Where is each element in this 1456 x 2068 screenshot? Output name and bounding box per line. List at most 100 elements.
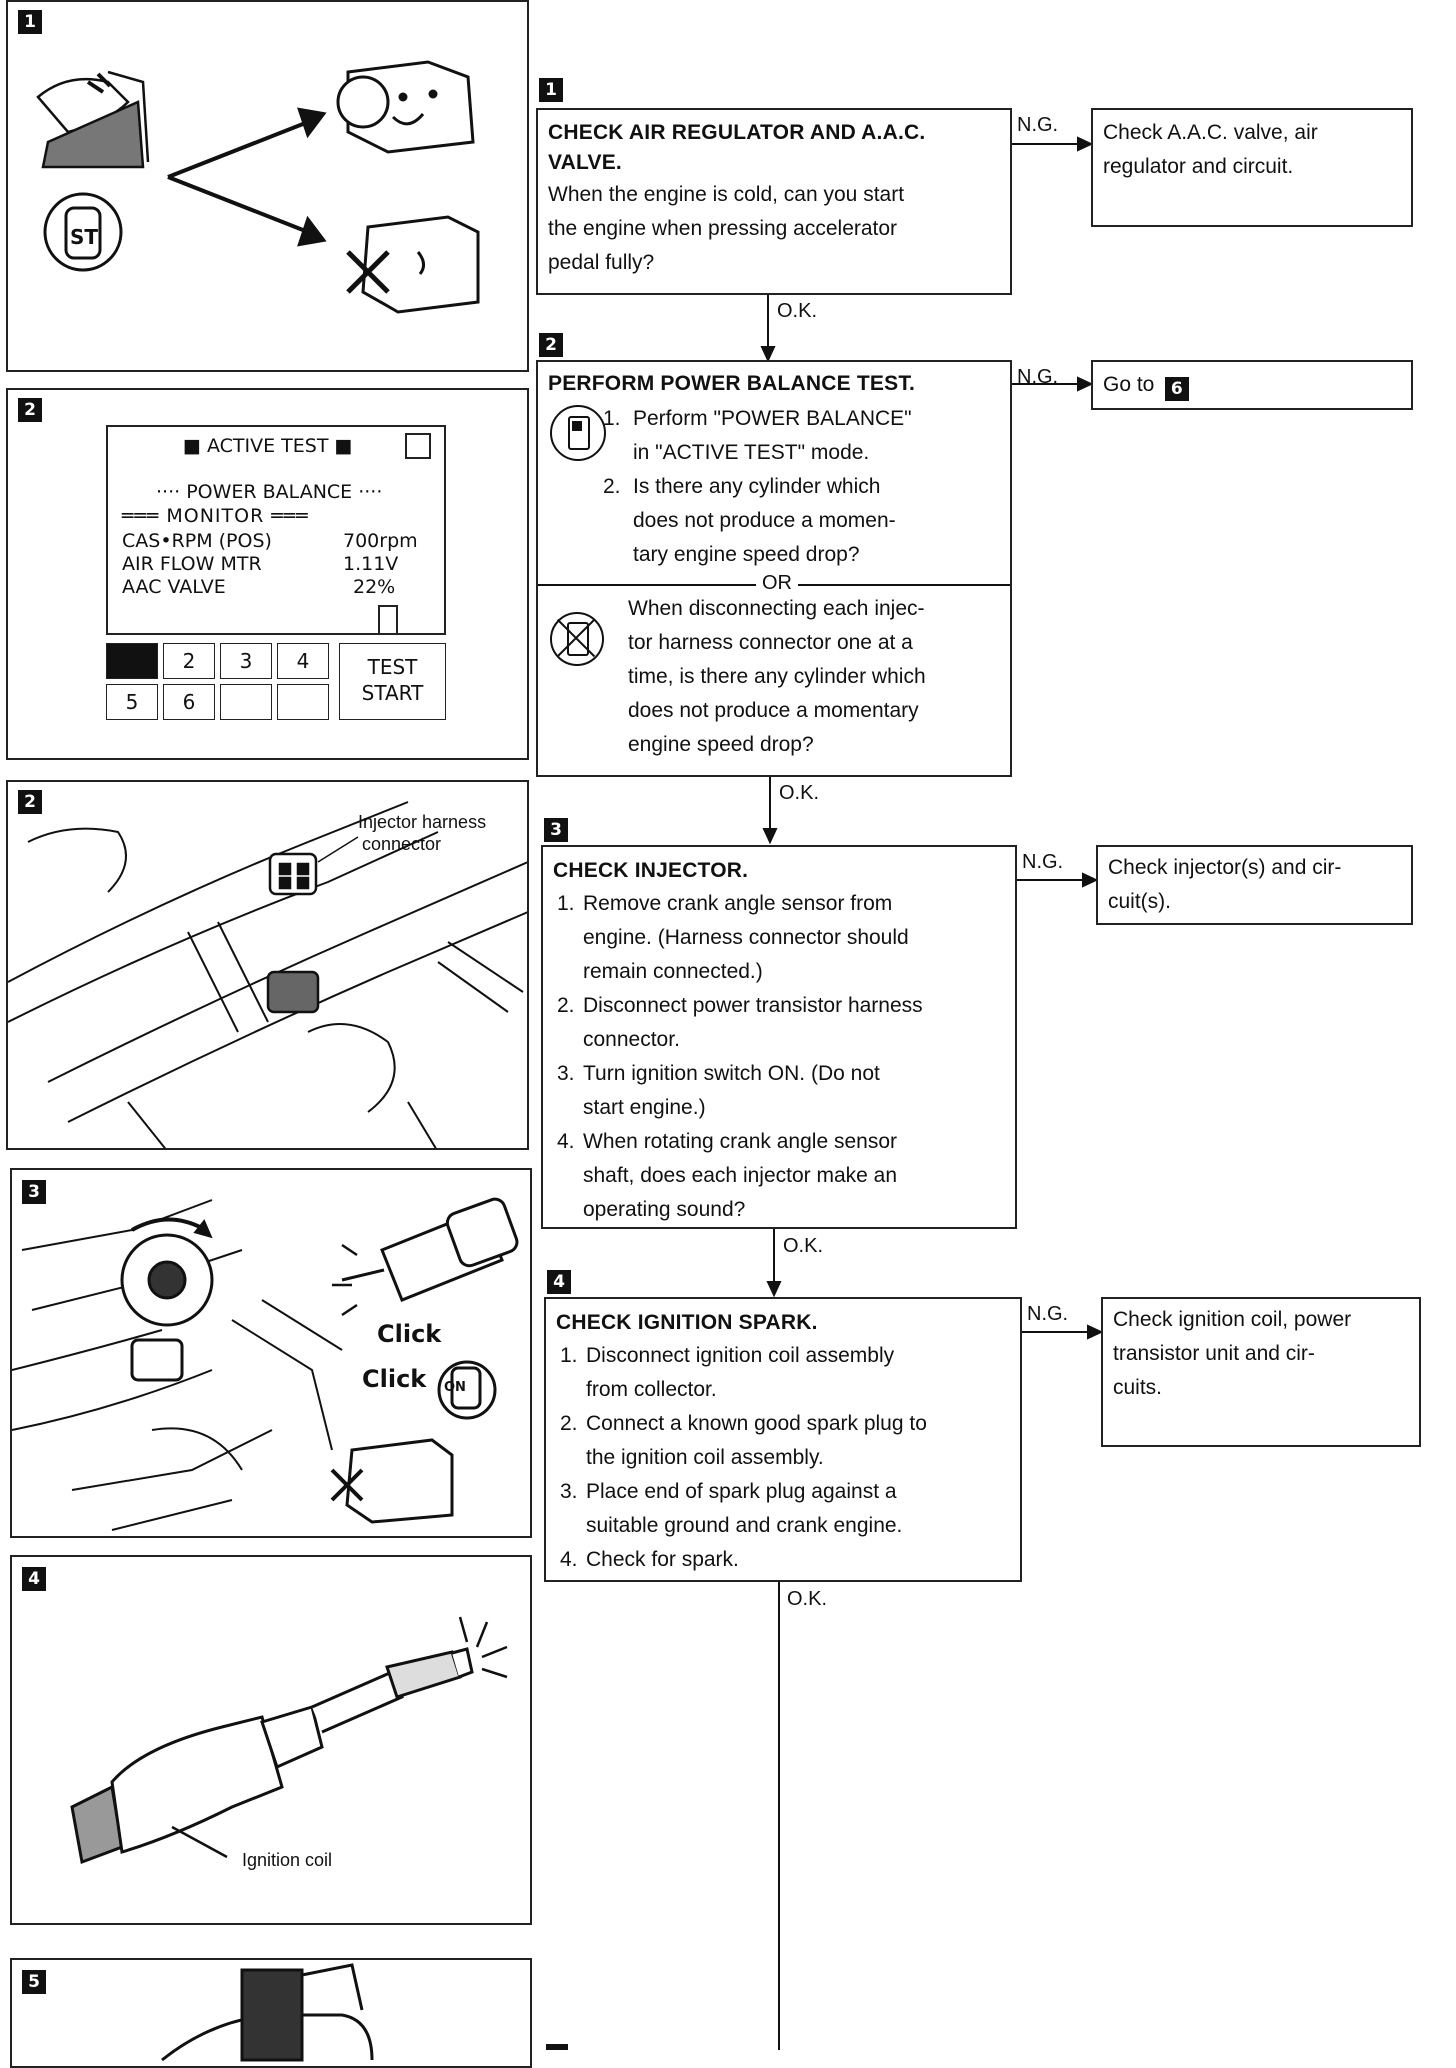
cylinder-button-1[interactable]: 1 [106, 643, 158, 679]
crank-sensor-illustration [12, 1197, 519, 1531]
list-item-cont: shaft, does each injector make an [583, 1164, 898, 1187]
step-1-ng-box: Check A.A.C. valve, air regulator and ci… [1091, 108, 1413, 227]
item-line: does not produce a momen- [633, 509, 896, 532]
step-badge-2: 2 [539, 333, 563, 357]
test-start-line-1: TEST [367, 655, 418, 679]
cylinder-button-3[interactable]: 3 [220, 643, 272, 679]
panel-badge: 3 [22, 1180, 46, 1204]
next-step-badge-partial [546, 2044, 568, 2050]
alt-line: When disconnecting each injec- [628, 597, 925, 620]
injector-harness-label: Injector harness [358, 812, 487, 832]
monitor-row-value: 700rpm [343, 530, 418, 552]
power-balance-title: ···· POWER BALANCE ···· [156, 481, 383, 503]
monitor-row-label: AIR FLOW MTR [122, 553, 262, 575]
step-4-list: 1.Disconnect ignition coil assembly from… [552, 1339, 1014, 1577]
list-item-cont: operating sound? [583, 1198, 746, 1221]
step-3-title: CHECK INJECTOR. [553, 859, 749, 882]
list-item-cont: from collector. [586, 1378, 717, 1401]
panel-badge: 2 [18, 398, 42, 422]
list-item-cont: remain connected.) [583, 960, 763, 983]
illustration-panel-2: 2 ■ ACTIVE TEST ■ ···· POWER BALANCE ···… [6, 388, 529, 760]
blank-button [277, 684, 329, 720]
test-start-button[interactable]: TEST START [339, 643, 446, 720]
list-item: 3.Turn ignition switch ON. (Do not [557, 1062, 880, 1085]
panel-badge: 1 [18, 10, 42, 34]
illustration-panel-5: 4 Ignition coil [10, 1555, 532, 1925]
ng-label: N.G. [1017, 114, 1059, 136]
list-item: 2.Connect a known good spark plug to [560, 1412, 927, 1435]
cylinder-button-6[interactable]: 6 [163, 684, 215, 720]
item-line: in "ACTIVE TEST" mode. [633, 441, 870, 464]
ng-action-line: cuit(s). [1108, 890, 1171, 913]
list-item: 4.Check for spark. [560, 1548, 739, 1571]
or-label: OR [756, 566, 798, 600]
ng-action-line: regulator and circuit. [1103, 155, 1294, 178]
step-2-title: PERFORM POWER BALANCE TEST. [548, 372, 916, 395]
list-item: 4.When rotating crank angle sensor [557, 1130, 898, 1153]
monitor-line: ═══ MONITOR ═══ [122, 505, 309, 527]
item-line: Is there any cylinder which [633, 475, 881, 498]
ok-label: O.K. [783, 1235, 824, 1257]
step-1-body-line: pedal fully? [548, 251, 655, 274]
alt-line: engine speed drop? [628, 733, 814, 756]
cylinder-button-4[interactable]: 4 [277, 643, 329, 679]
ignition-coil-label: Ignition coil [242, 1850, 333, 1870]
illustration-panel-3: 2 Injector harness connector [6, 780, 529, 1150]
key-on-label: ON [444, 1380, 466, 1395]
ng-label: N.G. [1017, 366, 1059, 388]
svg-text:ST: ST [70, 225, 98, 249]
ng-action-line: Check A.A.C. valve, air [1103, 121, 1318, 144]
step-3-list: 1.Remove crank angle sensor from engine.… [549, 887, 1009, 1227]
list-item: 2.Disconnect power transistor harness [557, 994, 923, 1017]
touch-finger-icon [378, 605, 398, 633]
alt-line: time, is there any cylinder which [628, 665, 926, 688]
start-engine-illustration: ST [36, 60, 480, 314]
go-to-text: Go to [1103, 373, 1155, 396]
consult-screen: ■ ACTIVE TEST ■ ···· POWER BALANCE ···· … [106, 425, 446, 635]
injector-harness-label-2: connector [362, 834, 442, 854]
ignition-coil-illustration [70, 1616, 508, 1865]
list-item: 3.Place end of spark plug against a [560, 1480, 897, 1503]
cylinder-button-5[interactable]: 5 [106, 684, 158, 720]
illustration-panel-1: 1 ST [6, 0, 529, 372]
active-test-header: ■ ACTIVE TEST ■ [183, 435, 353, 457]
ok-label: O.K. [787, 1588, 828, 1610]
click-label: Click [377, 1320, 442, 1348]
step-1-body-line: the engine when pressing accelerator [548, 217, 898, 240]
item-line: tary engine speed drop? [633, 543, 860, 566]
monitor-row-label: CAS•RPM (POS) [122, 530, 272, 552]
panel-badge: 2 [18, 790, 42, 814]
step-1-box: CHECK AIR REGULATOR AND A.A.C. VALVE. Wh… [536, 108, 1012, 295]
ng-action-line: Check injector(s) and cir- [1108, 856, 1342, 879]
step-4-box: CHECK IGNITION SPARK. 1.Disconnect ignit… [544, 1297, 1022, 1582]
monitor-row-label: AAC VALVE [122, 576, 226, 598]
ng-action-line: transistor unit and cir- [1113, 1342, 1315, 1365]
list-item-cont: the ignition coil assembly. [586, 1446, 824, 1469]
go-to-badge: 6 [1164, 377, 1189, 401]
item-number: 2. [603, 475, 621, 498]
step-1-body-line: When the engine is cold, can you start [548, 183, 905, 206]
ng-label: N.G. [1022, 851, 1064, 873]
monitor-row-value: 22% [353, 576, 396, 598]
step-badge-4: 4 [547, 1270, 571, 1294]
click-label-2: Click [362, 1365, 427, 1393]
step-3-box: CHECK INJECTOR. 1.Remove crank angle sen… [541, 845, 1017, 1229]
panel-badge: 4 [22, 1567, 46, 1591]
item-line: Perform "POWER BALANCE" [633, 407, 912, 430]
step-2-ng-box: Go to 6 [1091, 360, 1413, 410]
step-2-box: PERFORM POWER BALANCE TEST. 1.Perform "P… [536, 360, 1012, 777]
illustration-panel-4: 3 [10, 1168, 532, 1538]
step-3-ng-box: Check injector(s) and cir- cuit(s). [1096, 845, 1413, 925]
ng-label: N.G. [1027, 1303, 1069, 1325]
alt-line: tor harness connector one at a [628, 631, 913, 654]
blank-button [220, 684, 272, 720]
consult-tool-icon [550, 405, 606, 461]
step-1-title-2: VALVE. [548, 151, 622, 174]
cylinder-button-2[interactable]: 2 [163, 643, 215, 679]
monitor-row-value: 1.11V [343, 553, 399, 575]
injector-engine-illustration [8, 801, 527, 1148]
alt-line: does not produce a momentary [628, 699, 919, 722]
step-1-title: CHECK AIR REGULATOR AND A.A.C. [548, 121, 926, 144]
no-tool-icon [550, 612, 604, 666]
illustration-panel-6: 5 [10, 1958, 532, 2068]
